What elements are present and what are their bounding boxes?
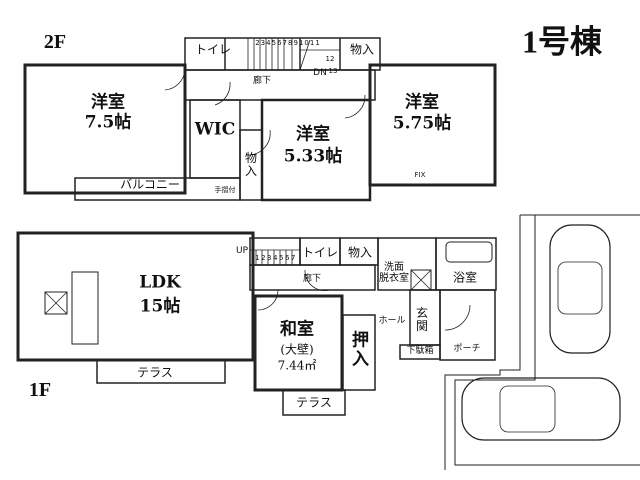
toilet-label: トイレ [194, 42, 232, 57]
step: 7 [290, 254, 297, 263]
step: 6 [277, 39, 283, 48]
entrance-hall-label: ホール [378, 316, 406, 327]
room-center-name: 洋室 [296, 124, 330, 145]
floor1-stairs [250, 249, 300, 265]
step: 10 [298, 39, 310, 48]
terrace-label: テラス [137, 365, 173, 380]
floor1-label: 1F [28, 379, 52, 401]
porch-label: ポーチ [453, 344, 481, 355]
closet-label: 物入 [245, 150, 258, 178]
step: 5 [278, 254, 285, 263]
stair-step: 12 [325, 55, 335, 64]
step: 4 [273, 254, 279, 263]
balcony-label: バルコニー [120, 177, 180, 192]
step: 9 [293, 39, 299, 48]
stairs-down-label: DN [313, 68, 327, 79]
step: 3 [267, 254, 274, 263]
washitsu-name: 和室 [280, 319, 314, 340]
step: 2 [255, 39, 261, 48]
oshiire-label: 押入 [352, 330, 369, 369]
hall-label: 廊下 [252, 76, 272, 87]
genkan-label: 玄関 [416, 305, 429, 333]
room-east-size: 5.75帖 [392, 113, 452, 134]
handrail-label: 手摺付 [214, 186, 236, 195]
washitsu-size: 7.44㎡ [277, 358, 317, 373]
washroom-label: 洗面 脱衣室 [379, 262, 409, 284]
step: 3 [260, 39, 267, 48]
step: 8 [288, 39, 294, 48]
washitsu-note: (大壁) [280, 342, 314, 357]
stair-steps: 1234567 [255, 254, 297, 263]
step: 4 [266, 39, 272, 48]
stair-step: 13 [328, 67, 338, 76]
bath-label: 浴室 [452, 270, 478, 285]
fix-window-label: FIX [414, 171, 426, 180]
ldk-size: 15帖 [139, 296, 181, 317]
step: 6 [284, 254, 291, 263]
step: 11 [309, 39, 321, 48]
floor2-walls [23, 37, 497, 202]
step: 1 [255, 254, 262, 263]
floor2-label: 2F [43, 31, 67, 53]
shoe-box-label: 下駄箱 [406, 346, 434, 357]
terrace-label: テラス [296, 395, 332, 410]
building-title: 1号棟 [521, 23, 603, 60]
ldk-name: LDK [139, 272, 181, 293]
floor2-stairs [247, 38, 340, 71]
parking-area [444, 214, 640, 470]
floor1-walls [16, 231, 497, 416]
room-west-size: 7.5帖 [84, 112, 132, 133]
room-west-name: 洋室 [91, 92, 125, 113]
car-icon [549, 224, 611, 354]
hall-label: 廊下 [302, 274, 322, 285]
car-icon [461, 377, 621, 441]
room-east-name: 洋室 [405, 92, 439, 113]
step: 7 [282, 39, 289, 48]
stair-steps: 234567891011 [255, 39, 321, 48]
toilet-label: トイレ [301, 245, 339, 260]
step: 5 [271, 39, 278, 48]
room-center-size: 5.33帖 [283, 146, 343, 167]
wic-label: WIC [194, 119, 236, 140]
step: 2 [261, 254, 268, 263]
closet-label: 物入 [349, 42, 375, 57]
stairs-up-label: UP [235, 246, 249, 257]
closet-label: 物入 [347, 245, 373, 260]
